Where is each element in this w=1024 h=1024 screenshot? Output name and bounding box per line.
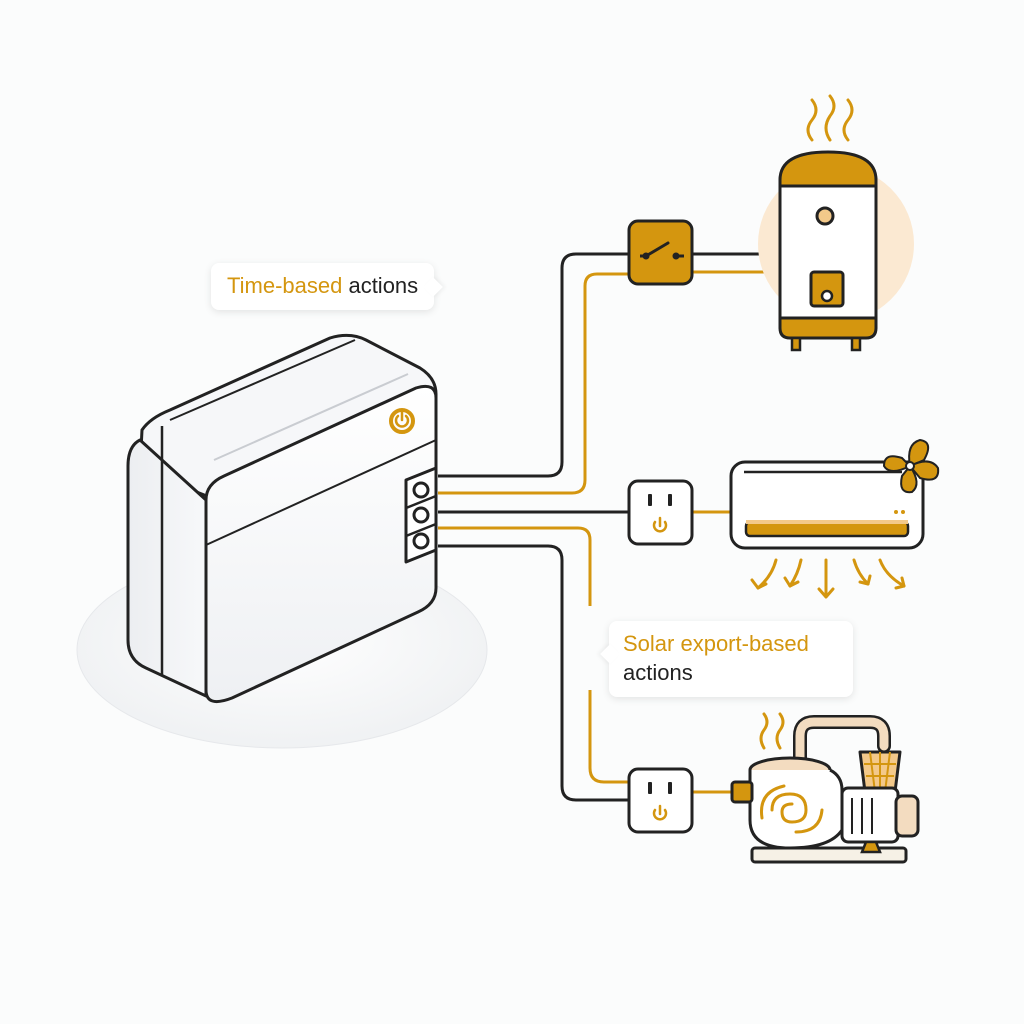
callout-solar-export-actions: Solar export-based actions — [600, 621, 853, 697]
callout-solar-rest: actions — [623, 660, 693, 685]
wire-ac-gold — [438, 526, 592, 606]
wire-heater-dark — [438, 252, 632, 478]
fan-icon — [882, 438, 940, 494]
wiring — [438, 252, 780, 802]
air-conditioner-icon[interactable] — [729, 460, 925, 599]
power-icon[interactable] — [389, 408, 415, 434]
callout-time-based-actions: Time-based actions — [211, 263, 444, 310]
pool-pump-icon[interactable] — [730, 712, 920, 864]
outlet-icon[interactable] — [627, 479, 694, 546]
smart-controller[interactable] — [126, 333, 438, 704]
water-heater-icon[interactable] — [758, 94, 914, 352]
terminal-block[interactable] — [404, 466, 438, 564]
switch-icon[interactable] — [627, 219, 694, 286]
wire-pump-gold — [588, 690, 630, 784]
callout-solar-accent: Solar export-based — [623, 631, 809, 656]
callout-time-accent: Time-based — [227, 273, 343, 298]
wire-pump-dark — [438, 544, 630, 802]
outlet-icon[interactable] — [627, 767, 694, 834]
wire-heater-gold — [438, 272, 632, 495]
callout-time-rest: actions — [342, 273, 419, 298]
